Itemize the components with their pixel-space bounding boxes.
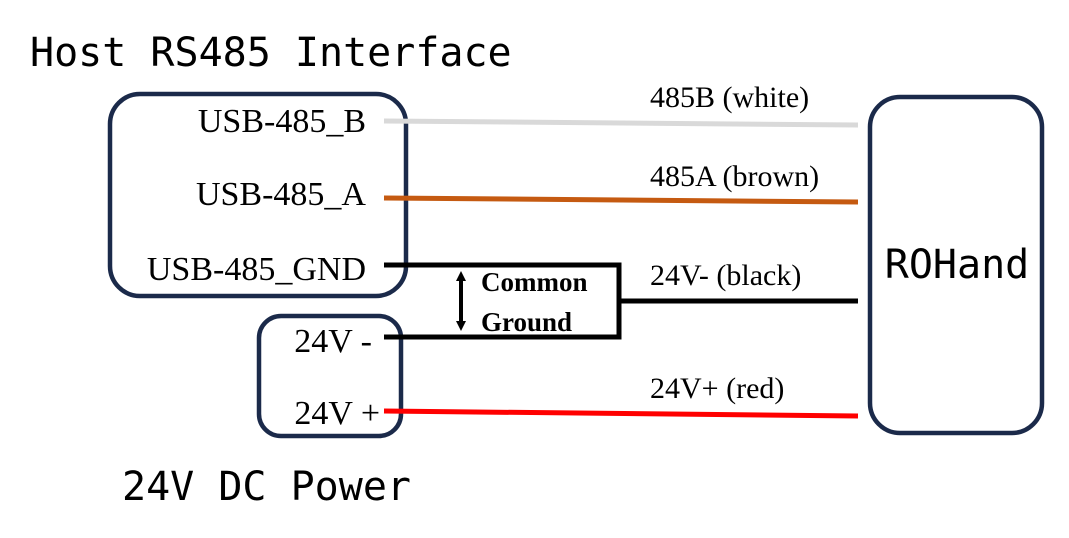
wire-485b [383,118,859,128]
pin-label-usb-485-b: USB-485_B [198,103,366,140]
host-interface-box [107,91,409,299]
wire-label-24v-pos: 24V+ (red) [650,372,784,405]
wire-label-485a: 485A (brown) [650,160,819,193]
power-supply-title: 24V DC Power [122,464,411,510]
common-ground-label-line1: Common [481,267,588,297]
rohand-box [867,94,1045,436]
host-interface-title: Host RS485 Interface [30,30,512,76]
wire-24v-pos [383,408,859,419]
pin-label-usb-485-gnd: USB-485_GND [147,251,366,288]
wire-485a [383,195,859,205]
rohand-label: ROHand [885,242,1030,288]
pin-label-24v-neg: 24V - [294,323,372,360]
power-supply-box [256,313,404,439]
pin-label-24v-pos: 24V + [294,395,380,432]
wire-label-24v-neg: 24V- (black) [650,259,801,292]
common-ground-label-line2: Ground [481,307,572,337]
wire-label-485b: 485B (white) [650,81,809,114]
pin-label-usb-485-a: USB-485_A [196,176,366,213]
